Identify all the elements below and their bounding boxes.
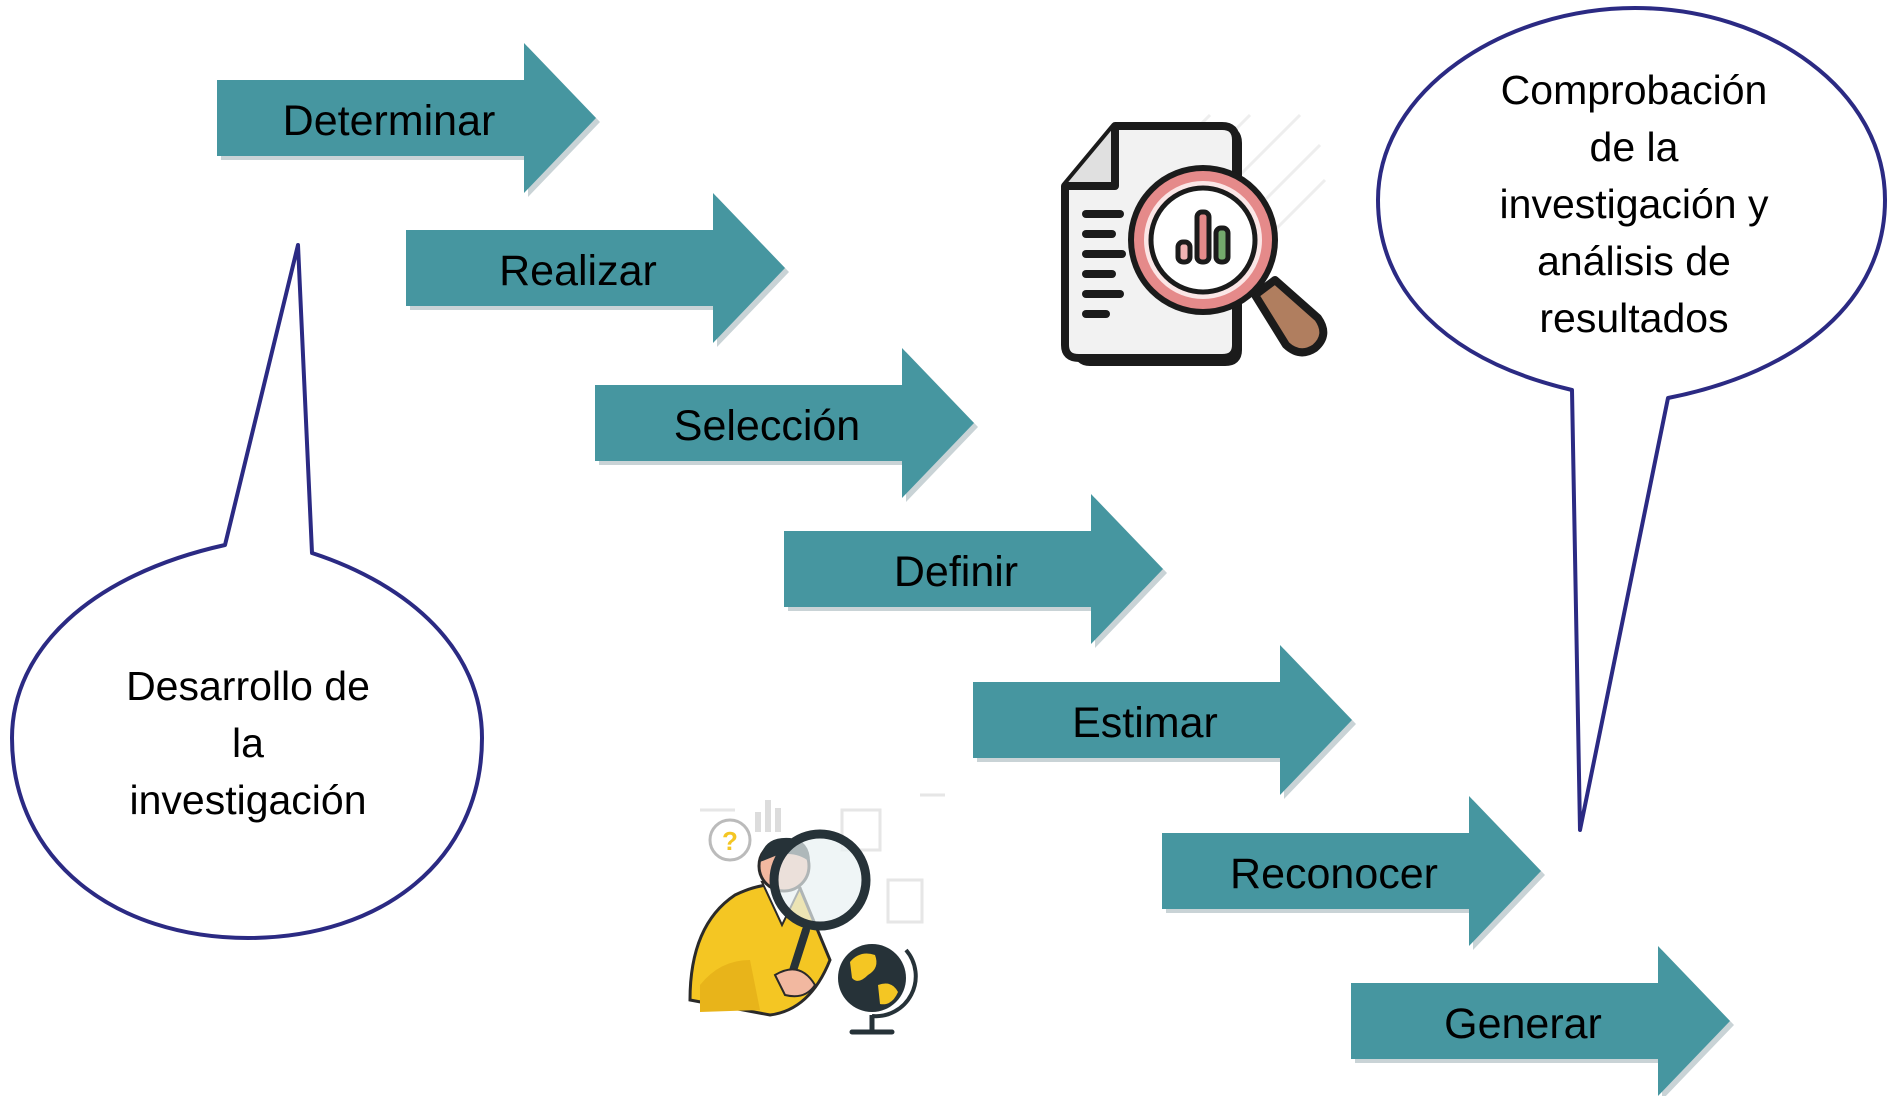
bubble-left-line-2: la — [232, 720, 264, 766]
arrow-step-2: Realizar — [406, 193, 789, 347]
arrow-label-realizar: Realizar — [499, 247, 657, 295]
speech-bubble-right-shape — [1376, 6, 1887, 832]
arrow-label-estimar: Estimar — [1072, 699, 1218, 747]
arrow-step-7: Generar — [1351, 946, 1734, 1096]
arrow-step-1: Determinar — [217, 43, 600, 197]
speech-bubble-left: Desarrollo de la investigación — [10, 243, 484, 940]
arrow-label-reconocer: Reconocer — [1230, 850, 1438, 898]
arrow-label-seleccion: Selección — [674, 402, 860, 450]
arrow-label-determinar: Determinar — [283, 97, 496, 145]
bubble-left-line-3: investigación — [129, 777, 366, 823]
bubble-right-line-1: Comprobación — [1501, 67, 1768, 113]
arrow-label-generar: Generar — [1444, 1000, 1602, 1048]
speech-bubble-left-shape — [10, 243, 484, 940]
bubble-left-line-1: Desarrollo de — [126, 663, 370, 709]
document-magnifier-chart-icon — [1061, 113, 1328, 367]
bubble-right-line-3: investigación y — [1500, 181, 1769, 227]
arrow-label-definir: Definir — [894, 548, 1018, 596]
bubble-right-line-5: resultados — [1539, 295, 1728, 341]
arrow-step-5: Estimar — [973, 645, 1356, 799]
svg-text:?: ? — [722, 826, 738, 856]
person-magnifier-globe-illustration: ? — [688, 793, 945, 1035]
arrow-step-6: Reconocer — [1162, 796, 1545, 950]
speech-bubble-right: Comprobación de la investigación y análi… — [1376, 6, 1887, 832]
arrow-step-4: Definir — [784, 494, 1167, 648]
arrow-step-3: Selección — [595, 348, 978, 502]
bubble-right-line-4: análisis de — [1537, 238, 1731, 284]
bubble-right-line-2: de la — [1590, 124, 1679, 170]
